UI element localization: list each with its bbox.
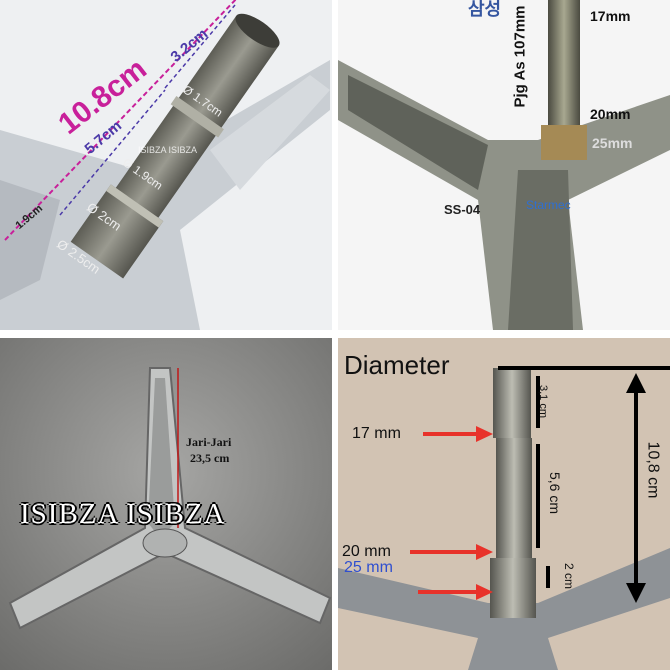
- label-diameter-25: 25mm: [592, 135, 633, 151]
- label-diameter-17: 17mm: [590, 8, 631, 24]
- label-radius-value: 23,5 cm: [190, 451, 230, 465]
- shaft-photo-illustration: [0, 0, 332, 330]
- spider-shaft-illustration: [338, 0, 670, 330]
- spider-arm-illustration: [0, 338, 332, 670]
- label-brand-korean: 삼성: [468, 0, 502, 19]
- label-diameter-20: 20 mm: [342, 543, 391, 560]
- label-diameter-25: 25 mm: [344, 559, 393, 576]
- label-length-top: 3,1 cm: [537, 384, 550, 419]
- panel-samsung-spider: 삼성 Pjg As 107mm 17mm 20mm 25mm SS-04 Sta…: [338, 0, 670, 330]
- label-length-middle: 5,6 cm: [547, 471, 564, 515]
- watermark: ISIBZA ISIBZA: [138, 145, 198, 155]
- label-radius: Jari-Jari: [186, 435, 232, 449]
- label-model: SS-04: [444, 202, 481, 217]
- shaft-dimensions-illustration: [338, 338, 670, 670]
- watermark: Starmec: [526, 198, 571, 212]
- title-diameter: Diameter: [344, 350, 450, 380]
- panel-spider-radius: Jari-Jari 23,5 cm ISIBZA ISIBZA: [0, 338, 332, 670]
- panel-shaft-measurements: 10.8cm 3.2cm 5.7cm 1.9cm Ø 1.7cm Ø 1.9cm…: [0, 0, 332, 330]
- label-length-total: 10,8 cm: [644, 441, 662, 499]
- panel-diameter-diagram: Diameter 17 mm 20 mm 25 mm 3,1 cm 5,6 cm…: [338, 338, 670, 670]
- watermark: ISIBZA ISIBZA: [20, 498, 226, 530]
- label-diameter-20: 20mm: [590, 106, 631, 122]
- label-diameter-17: 17 mm: [352, 425, 401, 442]
- label-shaft-length: Pjg As 107mm: [511, 5, 529, 108]
- label-length-bottom: 2 cm: [562, 562, 577, 590]
